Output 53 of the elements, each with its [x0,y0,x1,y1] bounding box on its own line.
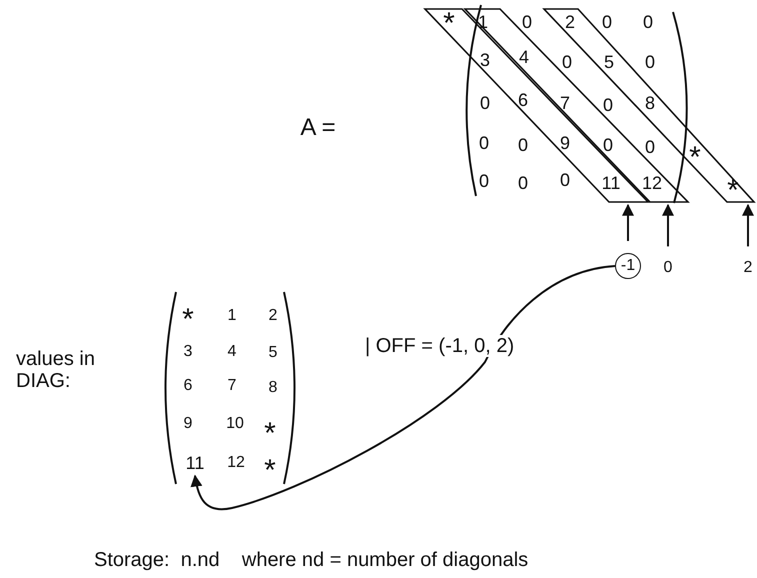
matrix-entry: 0 [645,138,655,156]
matrix-entry: 0 [518,174,528,192]
matrix-entry: * [182,305,194,335]
offset-value: 2 [744,260,752,276]
matrix-entry: 0 [602,13,612,31]
matrix-entry: 0 [603,96,613,114]
matrix-entry: 10 [226,416,244,432]
matrix-entry: * [443,9,455,39]
matrix-entry: 2 [268,308,278,324]
matrix-entry: 0 [562,53,572,71]
row-label: values in DIAG: [16,348,96,392]
arrow [742,204,754,246]
matrix-entry: 7 [560,94,570,112]
matrix-entry: 7 [228,378,236,394]
diagonal-band [544,9,754,202]
matrix-entry: 8 [645,94,655,112]
matrix-entry: 11 [186,454,204,472]
matrix-entry: 0 [603,136,613,154]
arrow [662,204,674,246]
matrix-entry: * [689,143,701,173]
matrix-entry: 3 [480,51,490,69]
matrix-entry: 9 [560,134,570,152]
matrix-entry: 0 [480,94,490,112]
caption-note: Storage: n.nd where nd = number of diagonals [92,549,530,571]
matrix-entry: 0 [479,134,489,152]
matrix-entry: 0 [479,172,489,190]
matrix-entry: 2 [565,13,575,31]
equation-label: A = [300,116,336,140]
matrix-entry: * [264,456,276,486]
matrix-entry: 12 [227,455,245,471]
matrix-entry: 9 [184,416,192,432]
matrix-entry: 12 [642,174,662,192]
matrix-entry: 11 [602,174,620,192]
matrix-entry: 0 [518,136,528,154]
matrix-entry: 5 [268,345,278,361]
matrix-entry: 0 [645,53,655,71]
matrix-entry: 0 [522,13,532,31]
matrix-entry: 5 [604,53,614,71]
matrix-entry: 6 [184,378,192,394]
curved-arrow [190,265,616,510]
matrix-entry: 8 [268,380,278,396]
arrow [622,204,634,241]
matrix-entry: 0 [643,13,653,31]
matrix-entry: 6 [518,91,528,109]
circled-offset: -1 [615,253,641,279]
matrix-entry: 4 [228,344,236,360]
offset-value: 0 [664,260,672,276]
matrix-entry: 0 [560,171,570,189]
matrix-entry: 1 [228,308,236,324]
diagonal-band [465,9,688,202]
matrix-entry: 3 [184,344,192,360]
matrix-entry: * [264,419,276,449]
matrix-entry: 4 [519,48,529,66]
